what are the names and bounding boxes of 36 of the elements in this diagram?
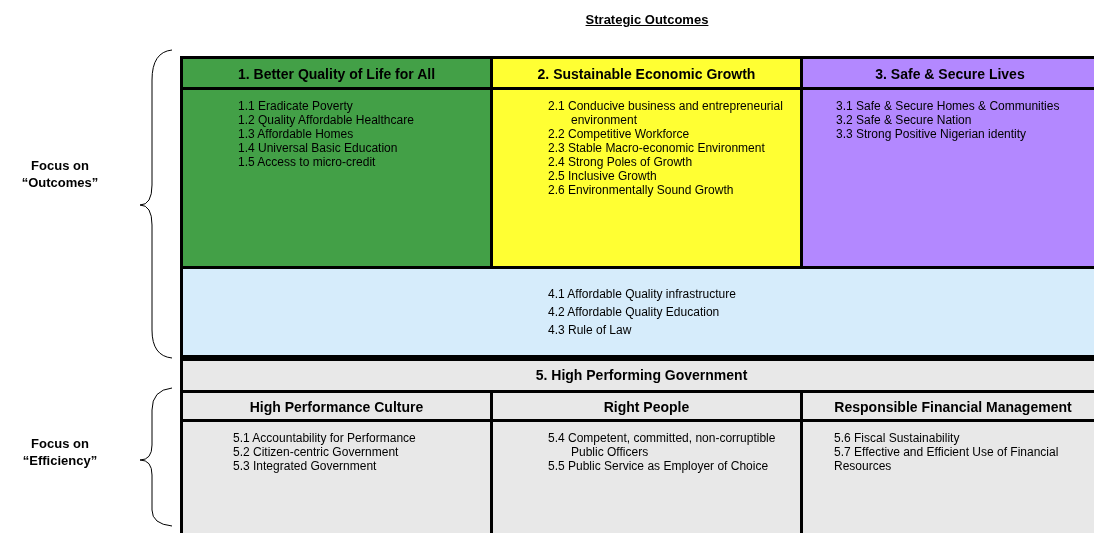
list-item: 2.6 Environmentally Sound Growth — [548, 183, 735, 197]
list-item: 1.4 Universal Basic Education — [238, 141, 399, 155]
list-item: 2.3 Stable Macro-economic Environment — [548, 141, 766, 155]
column-heading: Right People — [493, 393, 800, 422]
list-item: 4.2 Affordable Quality Education — [548, 304, 721, 321]
list-item: 5.6 Fiscal Sustainability — [834, 431, 961, 445]
column-heading: 5. High Performing Government — [534, 366, 749, 385]
list-item: 1.3 Affordable Homes — [238, 127, 355, 141]
list-item: 3.3 Strong Positive Nigerian identity — [836, 127, 1028, 141]
list-item: 2.1 Conducive business and entrepreneurial environment — [548, 99, 784, 127]
column-heading: 3. Safe & Secure Lives — [803, 59, 1094, 90]
list-item: 4.3 Rule of Law — [548, 322, 633, 339]
list-item: 1.1 Eradicate Poverty — [238, 99, 354, 113]
list-item: 2.5 Inclusive Growth — [548, 169, 658, 183]
list-item: 5.7 Effective and Efficient Use of Financial Resources — [834, 445, 1060, 473]
column-heading: High Performance Culture — [183, 393, 490, 422]
list-item: 3.2 Safe & Secure Nation — [836, 113, 973, 127]
cell-panel — [800, 56, 1094, 269]
list-item: 1.5 Access to micro-credit — [238, 155, 377, 169]
title: Strategic Outcomes — [584, 12, 710, 27]
list-item: 3.1 Safe & Secure Homes & Communities — [836, 99, 1060, 113]
cell-panel — [180, 266, 1094, 358]
side-label: Focus on “Efficiency” — [21, 435, 99, 469]
list-item: 2.4 Strong Poles of Growth — [548, 155, 694, 169]
cell-panel — [490, 56, 803, 269]
list-item: 5.3 Integrated Government — [233, 459, 378, 473]
list-item: 5.5 Public Service as Employer of Choice — [548, 459, 770, 473]
list-item: 2.2 Competitive Workforce — [548, 127, 691, 141]
side-label: Focus on “Outcomes” — [20, 157, 100, 191]
cell-panel — [180, 56, 493, 269]
list-item: 4.1 Affordable Quality infrastructure — [548, 286, 736, 303]
column-heading: Responsible Financial Management — [803, 393, 1094, 422]
list-item: 1.2 Quality Affordable Healthcare — [238, 113, 414, 127]
list-item: 5.1 Accountability for Performance — [233, 431, 416, 445]
list-item: 5.2 Citizen-centric Government — [233, 445, 400, 459]
list-item: 5.4 Competent, committed, non-corruptible Public Officers — [548, 431, 777, 459]
